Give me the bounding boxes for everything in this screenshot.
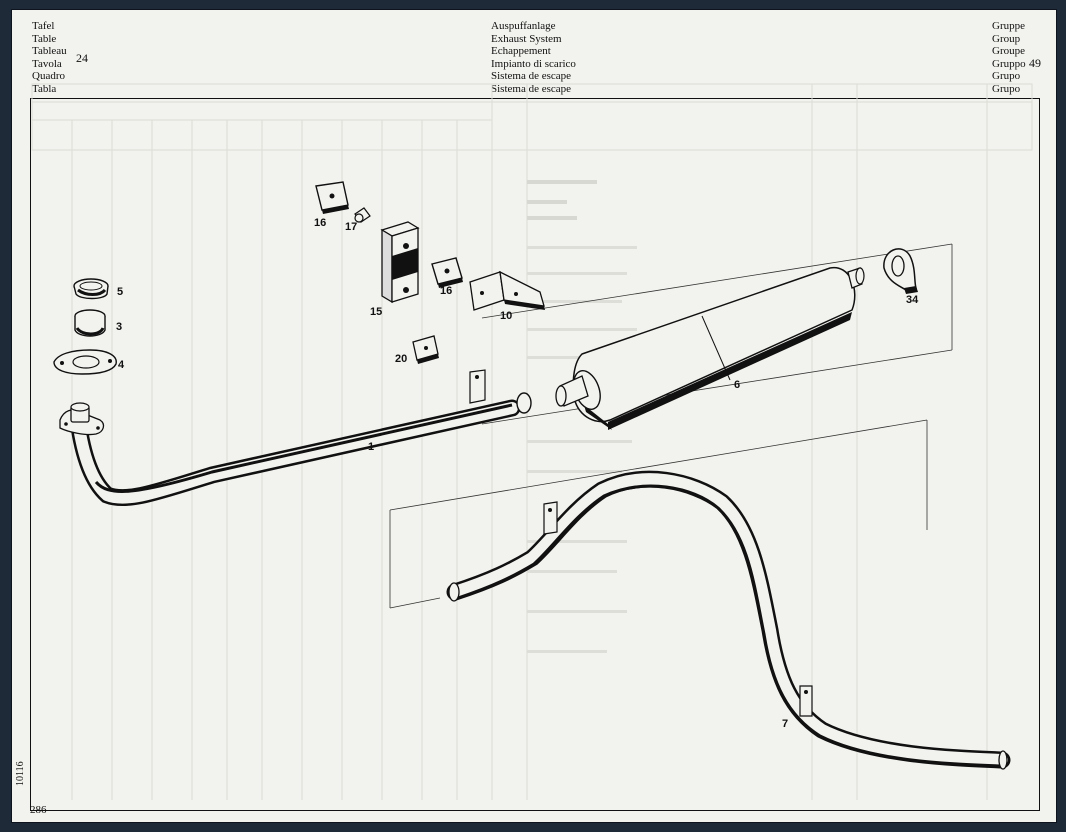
- part-5-ring: [73, 278, 109, 300]
- part-4-gasket: [53, 349, 117, 375]
- callout-20: 20: [395, 353, 407, 365]
- callout-34: 34: [906, 294, 919, 306]
- part-17-bushing: [354, 207, 371, 223]
- label-tavola: Tavola: [32, 57, 62, 70]
- show-through-text: [527, 180, 637, 653]
- group-es: Grupo: [992, 70, 1021, 83]
- group-de: Gruppe: [992, 20, 1025, 32]
- title-it: Impianto di scarico: [491, 57, 576, 70]
- label-table: Table: [32, 32, 57, 45]
- callout-5: 5: [117, 286, 123, 298]
- label-tableau: Tableau: [32, 45, 67, 58]
- callout-1: 1: [368, 441, 374, 453]
- group-en: Group: [992, 32, 1021, 45]
- part-6-muffler: [555, 266, 865, 430]
- callout-10: 10: [500, 310, 512, 322]
- part-15-rubber-hanger: [380, 221, 420, 304]
- group-pt: Grupo: [992, 82, 1021, 95]
- part-7-tail-pipe: [446, 470, 1011, 770]
- title-de: Auspuffanlage: [491, 20, 556, 32]
- title-fr: Echappement: [491, 45, 551, 58]
- label-tabla: Tabla: [32, 82, 57, 95]
- header-right-labels: Gruppe Group Groupe Gruppo Grupo Grupo: [992, 20, 1026, 96]
- label-quadro: Quadro: [32, 70, 65, 83]
- title-en: Exhaust System: [491, 32, 562, 45]
- table-number: 24: [76, 51, 88, 65]
- callout-15: 15: [370, 306, 382, 318]
- part-1-front-pipe: [59, 369, 532, 507]
- header-center-labels: Auspuffanlage Exhaust System Echappement…: [491, 20, 576, 96]
- title-pt: Sistema de escape: [491, 82, 572, 95]
- diagram-frame: [30, 98, 1040, 811]
- exhaust-system-diagram: 1 3 4 5 6 7 10 15 16 16 17 20 34: [31, 83, 1033, 800]
- callout-4: 4: [118, 359, 125, 371]
- callout-16-right: 16: [440, 285, 452, 297]
- title-es: Sistema de escape: [491, 70, 572, 83]
- callout-17: 17: [345, 221, 357, 233]
- part-20-small-plate: [412, 335, 439, 364]
- muffler-panel-outline: [481, 243, 953, 425]
- part-16-plate-right: [431, 257, 463, 288]
- group-number: 49: [1029, 56, 1041, 70]
- part-16-plate-top: [315, 181, 349, 214]
- part-3-sleeve: [74, 309, 106, 337]
- rear-pipe-panel-outline: [389, 419, 928, 609]
- callout-7: 7: [782, 718, 788, 730]
- group-fr: Groupe: [992, 45, 1025, 58]
- header-left-labels: Tafel Table Tableau Tavola Quadro Tabla: [32, 20, 67, 96]
- part-10-angle-bracket: [469, 270, 545, 311]
- page-number: 286: [30, 804, 47, 816]
- callout-16-top: 16: [314, 217, 326, 229]
- callout-3: 3: [116, 321, 122, 333]
- group-it: Gruppo: [992, 57, 1026, 70]
- catalog-page: Tafel Table Tableau Tavola Quadro Tabla …: [12, 10, 1056, 822]
- callout-6: 6: [734, 379, 740, 391]
- part-34-rubber-ring: [883, 248, 918, 294]
- label-tafel: Tafel: [32, 20, 55, 32]
